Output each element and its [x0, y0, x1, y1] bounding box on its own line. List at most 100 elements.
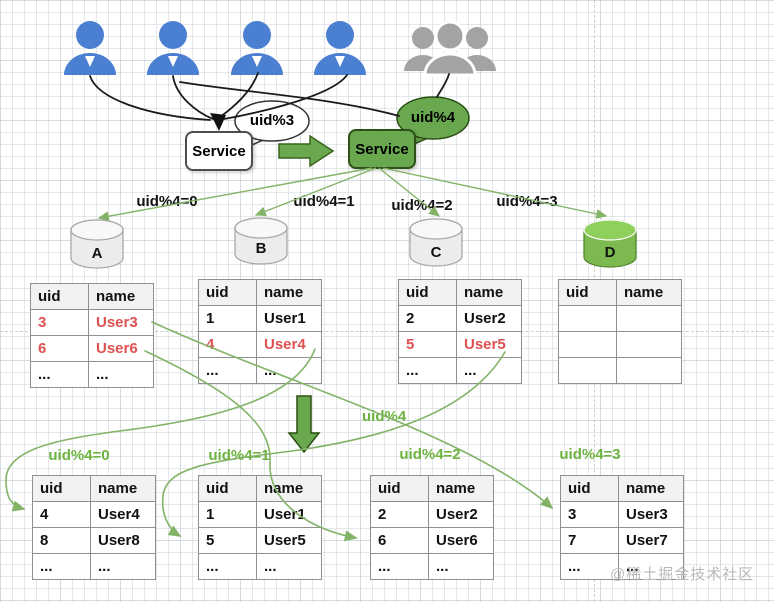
table-row: ......	[370, 553, 494, 580]
table-cell: ...	[256, 553, 322, 580]
column-header: uid	[198, 279, 257, 306]
table-row	[558, 305, 682, 332]
table-cell: User5	[256, 527, 322, 554]
reshard-arrow-label: uid%4	[362, 408, 407, 425]
table-cell: User4	[90, 501, 156, 528]
old-service-label: Service	[192, 142, 246, 160]
table-cell: ...	[428, 553, 494, 580]
cylinder-a-label: A	[91, 245, 103, 262]
table-cell	[616, 357, 682, 384]
table-cell: 3	[560, 501, 619, 528]
table-cell: User1	[256, 501, 322, 528]
db-cylinder-d	[583, 219, 637, 268]
table-cell: 2	[370, 501, 429, 528]
table-cell: User1	[256, 305, 322, 332]
table-cell: User7	[618, 527, 684, 554]
shard-label-top-2: uid%4=2	[391, 197, 453, 214]
db-cylinder-b	[234, 217, 288, 265]
table-cell: 4	[32, 501, 91, 528]
new-service-box: Service	[348, 129, 416, 169]
column-header: name	[256, 279, 322, 306]
table-cell: 3	[30, 309, 89, 336]
table-row: ......	[198, 357, 322, 384]
table-cell: User2	[456, 305, 522, 332]
table-row: ......	[32, 553, 156, 580]
table-cell: 6	[370, 527, 429, 554]
table-cell: ...	[398, 357, 457, 384]
table-cell: 1	[198, 305, 257, 332]
column-header: uid	[558, 279, 617, 306]
column-header: name	[90, 475, 156, 502]
column-header: name	[256, 475, 322, 502]
shard-label-top-0: uid%4=0	[136, 193, 198, 210]
table-cell: 4	[198, 331, 257, 358]
new-service-bubble-label: uid%4	[410, 109, 456, 126]
column-header: name	[428, 475, 494, 502]
table-cell: ...	[88, 361, 154, 388]
table-cell: ...	[198, 357, 257, 384]
migrate-right-arrow	[278, 134, 335, 168]
table-cell: User2	[428, 501, 494, 528]
cylinder-d-label: D	[604, 244, 616, 261]
table-cell: 1	[198, 501, 257, 528]
column-header: uid	[30, 283, 89, 310]
db-cylinder-c	[409, 218, 463, 267]
table-cell: 6	[30, 335, 89, 362]
table-cell: ...	[560, 553, 619, 580]
shard-label-top-1: uid%4=1	[293, 193, 355, 210]
table-row	[558, 357, 682, 384]
table-cell: User4	[256, 331, 322, 358]
column-header: uid	[32, 475, 91, 502]
old-service-bubble-label: uid%3	[249, 112, 295, 129]
new-service-label: Service	[355, 140, 409, 158]
table-cell	[616, 331, 682, 358]
table-cell: ...	[32, 553, 91, 580]
table-cell: 8	[32, 527, 91, 554]
table-cell	[558, 305, 617, 332]
column-header: uid	[560, 475, 619, 502]
user-icon	[231, 21, 283, 75]
column-header: name	[616, 279, 682, 306]
shard-label-top-3: uid%4=3	[496, 193, 558, 210]
table-cell: 5	[198, 527, 257, 554]
table-cell: ...	[456, 357, 522, 384]
shard-label-bottom-0: uid%4=0	[48, 447, 110, 464]
column-header: name	[456, 279, 522, 306]
cylinder-b-label: B	[255, 240, 267, 257]
table-cell: ...	[30, 361, 89, 388]
column-header: name	[88, 283, 154, 310]
table-row	[558, 331, 682, 358]
column-header: uid	[370, 475, 429, 502]
db-cylinder-a	[70, 219, 124, 269]
table-cell: User3	[618, 501, 684, 528]
table-row: ......	[398, 357, 522, 384]
table-cell: User3	[88, 309, 154, 336]
user-icon	[64, 21, 116, 75]
table-row: ......	[30, 361, 154, 388]
table-cell	[558, 357, 617, 384]
shard-label-bottom-3: uid%4=3	[559, 446, 621, 463]
table-cell: 5	[398, 331, 457, 358]
table-cell: 7	[560, 527, 619, 554]
users-group-icon	[404, 20, 496, 77]
